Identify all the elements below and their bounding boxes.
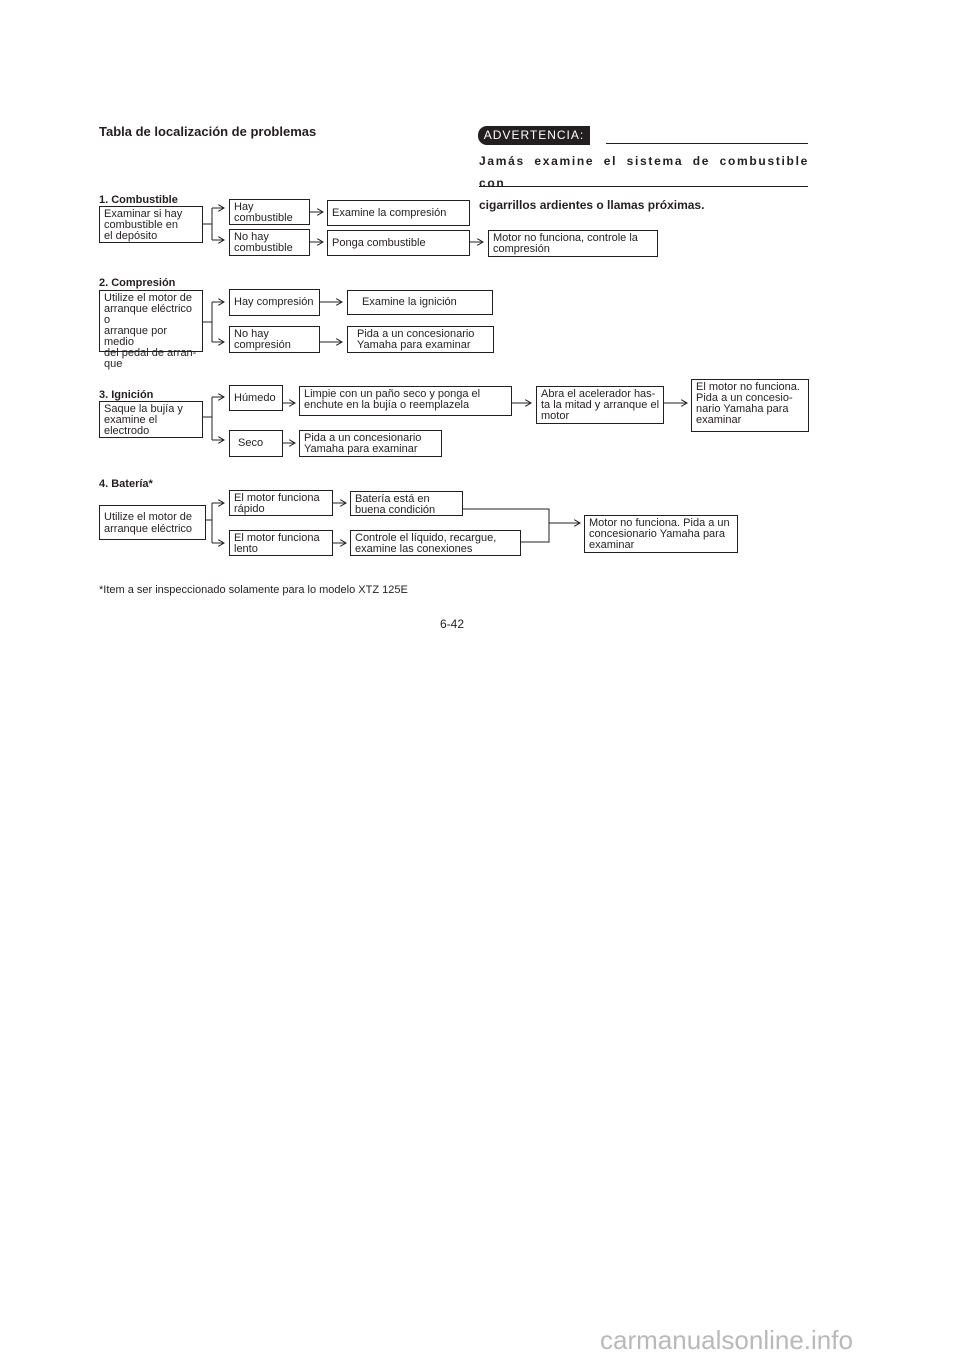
ignicion-wet-next-box: Abra el acelerador has- ta la mitad y ar… bbox=[536, 386, 664, 424]
combustible-yes-action-box: Examine la compresión bbox=[327, 200, 470, 226]
bateria-start-box: Utilize el motor de arranque eléctrico bbox=[99, 505, 206, 540]
compresion-yes-action-box: Examine la ignición bbox=[347, 290, 493, 315]
warning-rule-bottom bbox=[479, 186, 808, 187]
ignicion-wet-result-box: El motor no funciona. Pida a un concesio… bbox=[691, 379, 809, 432]
bateria-fast-action-box: Batería está en buena condición bbox=[350, 491, 463, 516]
footnote: *Item a ser inspeccionado solamente para… bbox=[99, 584, 408, 596]
combustible-no-action-box: Ponga combustible bbox=[327, 230, 470, 256]
compresion-start-box: Utilize el motor de arranque eléctrico o… bbox=[99, 290, 203, 370]
ignicion-start-box: Saque la bujía y examine el electrodo bbox=[99, 401, 203, 438]
bateria-fast-box: El motor funciona rápido bbox=[229, 490, 333, 516]
bateria-slow-box: El motor funciona lento bbox=[229, 530, 333, 556]
warning-label: ADVERTENCIA: bbox=[478, 126, 590, 145]
warning-rule-top bbox=[606, 143, 808, 144]
ignicion-wet-box: Húmedo bbox=[229, 385, 283, 411]
section-heading-bateria: 4. Batería* bbox=[99, 478, 153, 490]
combustible-no-result-box: Motor no funciona, controle la compresió… bbox=[488, 230, 658, 257]
section-heading-combustible: 1. Combustible bbox=[99, 194, 178, 206]
bateria-slow-action-box: Controle el líquido, recargue, examine l… bbox=[350, 530, 521, 556]
ignicion-dry-box: Seco bbox=[229, 430, 283, 457]
bateria-result-box: Motor no funciona. Pida a un concesionar… bbox=[584, 515, 738, 553]
combustible-start-box: Examinar si hay combustible en el depósi… bbox=[99, 206, 203, 243]
ignicion-dry-action-box: Pida a un concesionario Yamaha para exam… bbox=[299, 430, 442, 457]
flowchart-connectors bbox=[203, 0, 960, 700]
page-number: 6-42 bbox=[440, 617, 465, 631]
ignicion-wet-action-box: Limpie con un paño seco y ponga el enchu… bbox=[299, 386, 512, 416]
combustible-yes-box: Hay combustible bbox=[229, 199, 310, 225]
warning-text: Jamás examine el sistema de combustible … bbox=[479, 150, 809, 216]
compresion-no-action-box: Pida a un concesionario Yamaha para exam… bbox=[347, 326, 494, 353]
compresion-yes-box: Hay compresión bbox=[229, 289, 320, 316]
watermark: carmanualsonline.info bbox=[600, 1325, 853, 1355]
warning-line-2: cigarrillos ardientes o llamas próximas. bbox=[479, 198, 705, 212]
page-title: Tabla de localización de problemas bbox=[99, 124, 317, 139]
combustible-no-box: No hay combustible bbox=[229, 229, 310, 256]
section-heading-compresion: 2. Compresión bbox=[99, 277, 176, 289]
compresion-no-box: No hay compresión bbox=[229, 326, 320, 353]
section-heading-ignicion: 3. Ignición bbox=[99, 389, 154, 401]
